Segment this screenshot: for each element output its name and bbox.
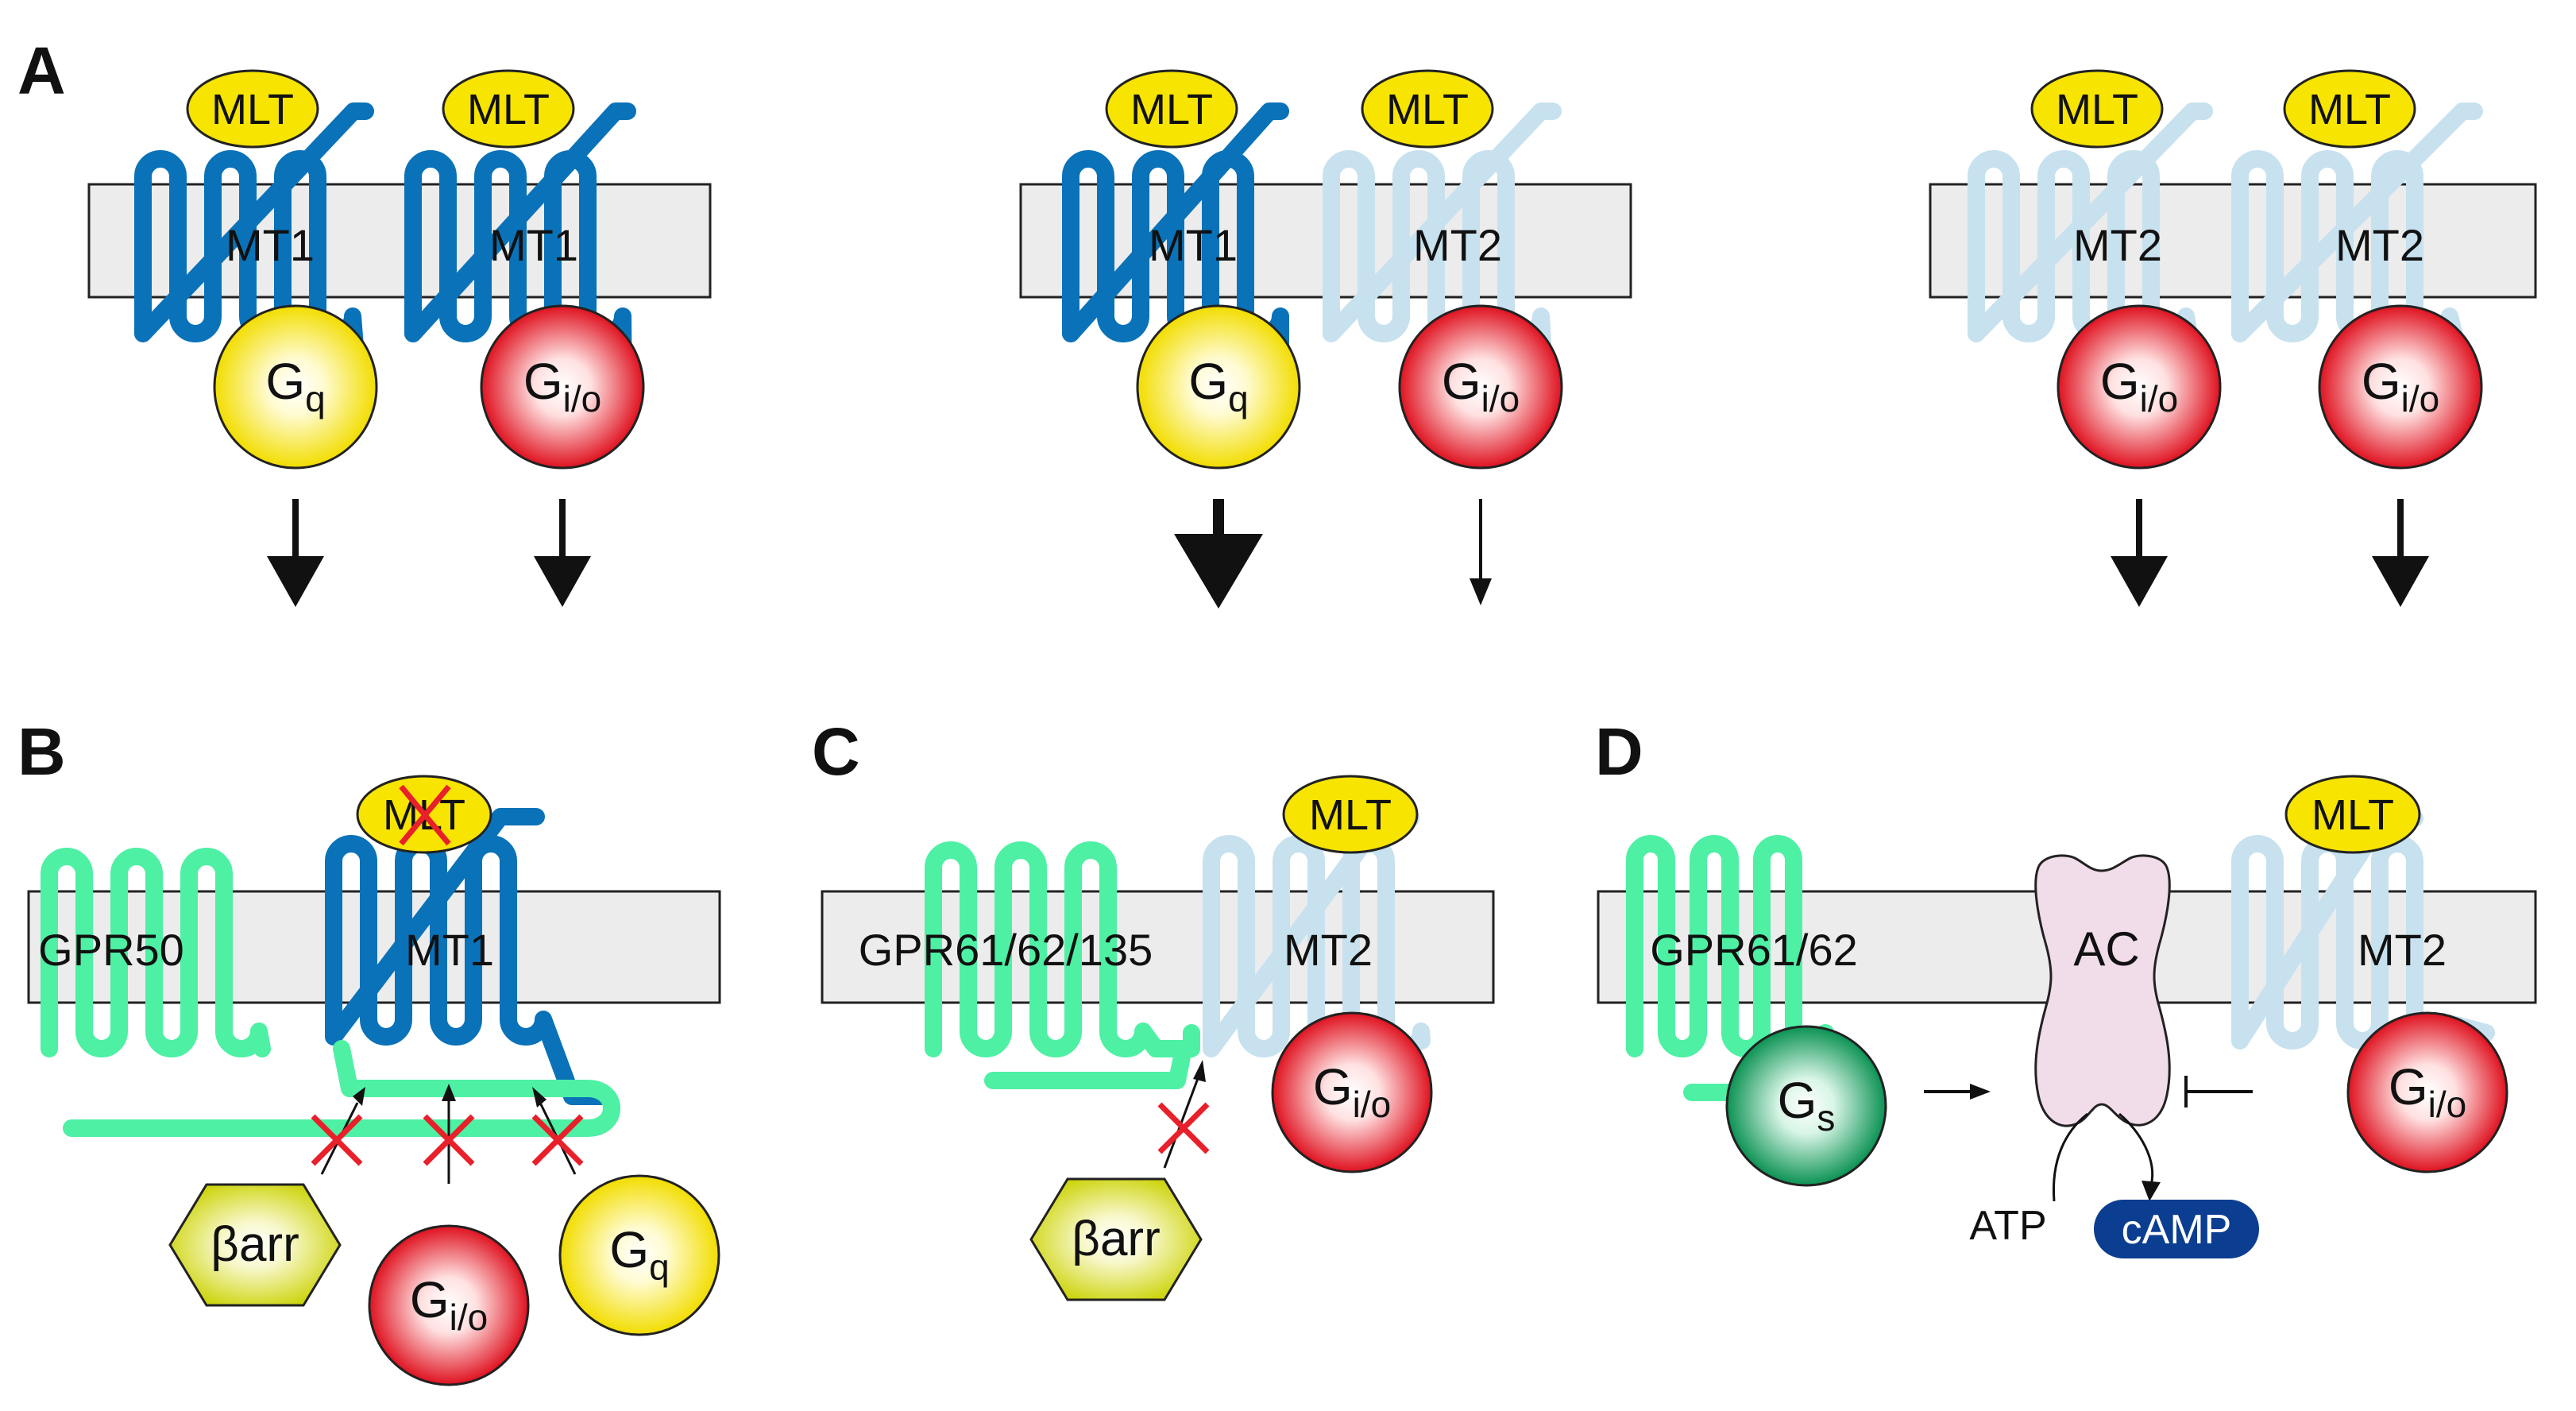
ligand-label: MLT [1309,791,1392,839]
receptor-label-gpr61-62-135: GPR61/62/135 [859,925,1153,975]
adenylyl-cyclase: AC [2034,854,2171,1127]
block-x-icons [311,1114,584,1166]
down-arrow-small [1470,499,1492,605]
receptor-label-mt2: MT2 [2358,925,2447,975]
ligand-label: MLT [1130,86,1213,133]
svg-text:Gs: Gs [1778,1072,1836,1138]
receptor-gpr-ctail [984,1040,1192,1089]
panel-a-group-3: MLT MLT MT2 MT2 Gi/o Gi/o [2030,69,2483,470]
ligand-melatonin-blocked: MLT [356,775,492,854]
g-protein-gio: Gi/o [2057,304,2222,470]
ligand-label: MLT [2311,791,2394,839]
receptor-mt2 [1203,810,1431,1057]
svg-text:Gq: Gq [1188,353,1248,419]
ligand-label: MLT [2308,86,2391,133]
ligand-melatonin: MLT [1361,69,1494,149]
g-protein-gio: Gi/o [1271,1011,1433,1173]
receptor-label-gpr50: GPR50 [38,925,184,975]
block-x-icon [311,1114,363,1166]
ligand-melatonin: MLT [186,69,319,149]
ligand-melatonin: MLT [1105,69,1238,149]
svg-text:βarr: βarr [210,1217,299,1272]
beta-arrestin: βarr [1029,1177,1203,1301]
ligand-melatonin: MLT [2030,69,2164,149]
receptor-gpr50 [41,848,271,1057]
receptor-label-mt1: MT1 [1149,220,1238,270]
ligand-label: MLT [467,86,550,133]
blocked-arrow [1157,1060,1210,1169]
svg-text:Gi/o: Gi/o [2100,353,2178,419]
panel-letter-b: B [17,714,66,789]
receptor-mt2 [2231,102,2483,406]
receptor-label-mt2: MT2 [1413,220,1502,270]
receptor-gpr61-62-135 [925,841,1200,1057]
camp-badge: cAMP [2094,1200,2259,1258]
panel-a-group-2: MLT MLT MT1 MT2 Gq Gi/o [1105,69,1563,470]
ligand-label: MLT [2056,86,2138,133]
svg-text:Gq: Gq [609,1221,669,1288]
receptor-mt1 [404,102,636,406]
svg-text:Gi/o: Gi/o [410,1271,488,1338]
block-x-icon [399,784,451,846]
ligand-melatonin: MLT [442,69,575,149]
receptor-label-mt2: MT2 [1284,925,1373,975]
g-protein-gs: Gs [1725,1025,1887,1187]
svg-text:Gi/o: Gi/o [2362,353,2439,419]
g-protein-gio: Gi/o [1398,304,1563,470]
receptor-mt1 [1062,102,1289,406]
beta-arrestin: βarr [168,1183,342,1307]
svg-text:Gq: Gq [265,353,325,419]
ligand-melatonin: MLT [2284,775,2421,854]
down-arrow [534,499,591,607]
panel-letter-a: A [17,33,66,108]
receptor-mt1 [134,102,374,406]
receptor-label-mt1: MT1 [489,220,578,270]
panel-letter-d: D [1595,714,1643,789]
svg-text:Gi/o: Gi/o [2389,1058,2466,1125]
inhibition-bar [2184,1076,2253,1108]
receptor-mt1 [325,808,612,1105]
svg-text:βarr: βarr [1072,1212,1160,1266]
down-arrow [267,499,324,607]
svg-text:Gi/o: Gi/o [1442,353,1520,419]
camp-label: cAMP [2122,1207,2232,1253]
receptor-label-gpr61-62: GPR61/62 [1650,925,1858,975]
svg-text:Gi/o: Gi/o [523,353,601,419]
block-x-icon [423,1114,475,1166]
ligand-label: MLT [211,86,294,133]
down-arrow-large [1174,499,1263,609]
ligand-melatonin: MLT [1282,775,1419,854]
svg-text:Gi/o: Gi/o [1313,1058,1391,1125]
g-protein-gio: Gi/o [480,304,645,470]
ligand-melatonin: MLT [2283,69,2416,149]
receptor-label-mt1: MT1 [405,925,494,975]
receptor-label-mt2: MT2 [2073,220,2162,270]
receptor-mt2 [1968,102,2213,406]
atp-label: ATP [1969,1203,2046,1249]
block-x-icon [1157,1102,1210,1154]
receptor-mt2 [2231,810,2495,1050]
block-x-icon [531,1114,584,1166]
receptor-mt2 [1323,102,1562,406]
down-arrow [2111,499,2168,607]
ligand-label: MLT [1386,86,1469,133]
panel-letter-c: C [812,714,860,789]
g-protein-gio: Gi/o [368,1224,530,1386]
reaction-arrow [2052,1112,2161,1202]
activation-arrow [1924,1084,1991,1100]
receptor-gpr50-ctail [63,1040,620,1137]
panel-a-group-1: MLT MLT MT1 MT1 Gq Gi/o [186,69,645,470]
g-protein-gio: Gi/o [2346,1011,2508,1173]
enzyme-label: AC [2073,922,2139,976]
g-protein-gq: Gq [213,304,378,470]
signal-arrows [267,499,2429,609]
g-protein-gio: Gi/o [2318,304,2483,470]
down-arrow [2372,499,2429,607]
receptor-label-mt2: MT2 [2335,220,2424,270]
g-protein-gq: Gq [558,1174,720,1336]
g-protein-gq: Gq [1136,304,1301,470]
receptor-label-mt1: MT1 [226,220,315,270]
